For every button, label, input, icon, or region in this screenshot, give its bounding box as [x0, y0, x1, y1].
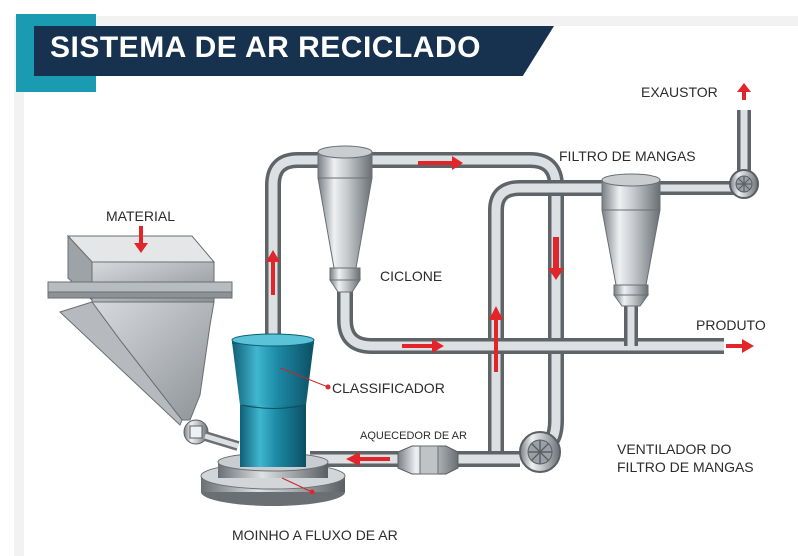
arrow-product-out — [726, 339, 754, 353]
label-ventilador-line1: VENTILADOR DO — [617, 441, 732, 457]
title-band — [34, 26, 554, 76]
filter-fan — [519, 431, 561, 473]
pipe-product — [337, 290, 724, 354]
arrow-top-right — [418, 156, 463, 170]
label-ventilador-line2: FILTRO DE MANGAS — [617, 459, 754, 475]
label-exaustor: EXAUSTOR — [641, 84, 718, 100]
arrow-heater-left — [346, 452, 390, 466]
label-produto: PRODUTO — [696, 317, 766, 333]
arrow-product-line — [402, 339, 444, 353]
cyclone — [317, 145, 373, 293]
material-hopper — [47, 234, 240, 451]
label-ciclone: CICLONE — [380, 268, 443, 284]
exhauster-fan — [729, 169, 759, 199]
label-classificador: CLASSIFICADOR — [332, 380, 445, 396]
arrow-loop-up — [489, 306, 503, 372]
pipe-cyclone-to-filter — [345, 152, 564, 454]
arrow-mill-up — [266, 250, 280, 295]
label-leaders — [279, 367, 331, 495]
arrow-exhaust — [737, 83, 751, 100]
air-heater — [397, 445, 459, 475]
label-moinho: MOINHO A FLUXO DE AR — [232, 527, 398, 543]
air-jet-mill — [231, 333, 315, 467]
label-aquecedor: AQUECEDOR DE AR — [360, 430, 467, 442]
label-filtro-mangas: FILTRO DE MANGAS — [559, 148, 696, 164]
arrow-material — [134, 226, 148, 253]
label-material: MATERIAL — [106, 208, 175, 224]
mill-base — [200, 452, 346, 506]
bag-filter — [601, 173, 661, 307]
page-title: SISTEMA DE AR RECICLADO — [50, 31, 481, 64]
flow-arrows — [134, 83, 754, 466]
arrow-right-down — [548, 237, 564, 280]
pipe-heater-loop — [455, 180, 610, 467]
